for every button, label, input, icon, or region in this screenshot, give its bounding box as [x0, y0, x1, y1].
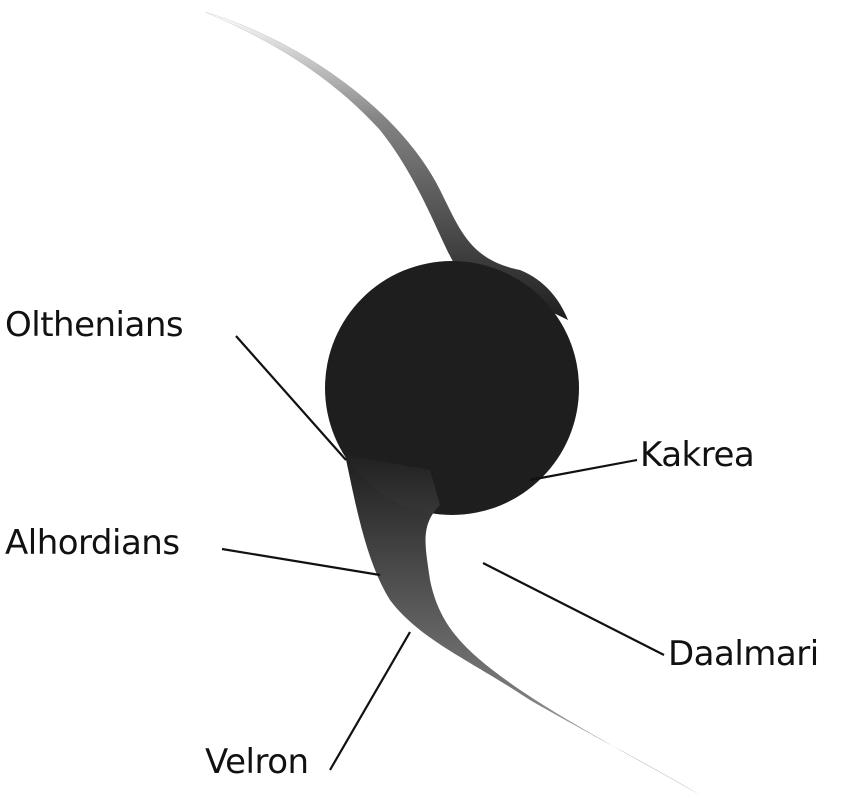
leader-line-alhordians	[222, 549, 380, 575]
leader-line-daalmari	[483, 563, 664, 655]
label-kakrea: Kakrea	[640, 438, 754, 472]
leader-line-velron	[330, 632, 410, 770]
label-daalmari: Daalmari	[668, 637, 819, 671]
label-velron: Velron	[205, 745, 309, 779]
label-alhordians: Alhordians	[5, 526, 180, 560]
label-olthenians: Olthenians	[5, 308, 183, 342]
